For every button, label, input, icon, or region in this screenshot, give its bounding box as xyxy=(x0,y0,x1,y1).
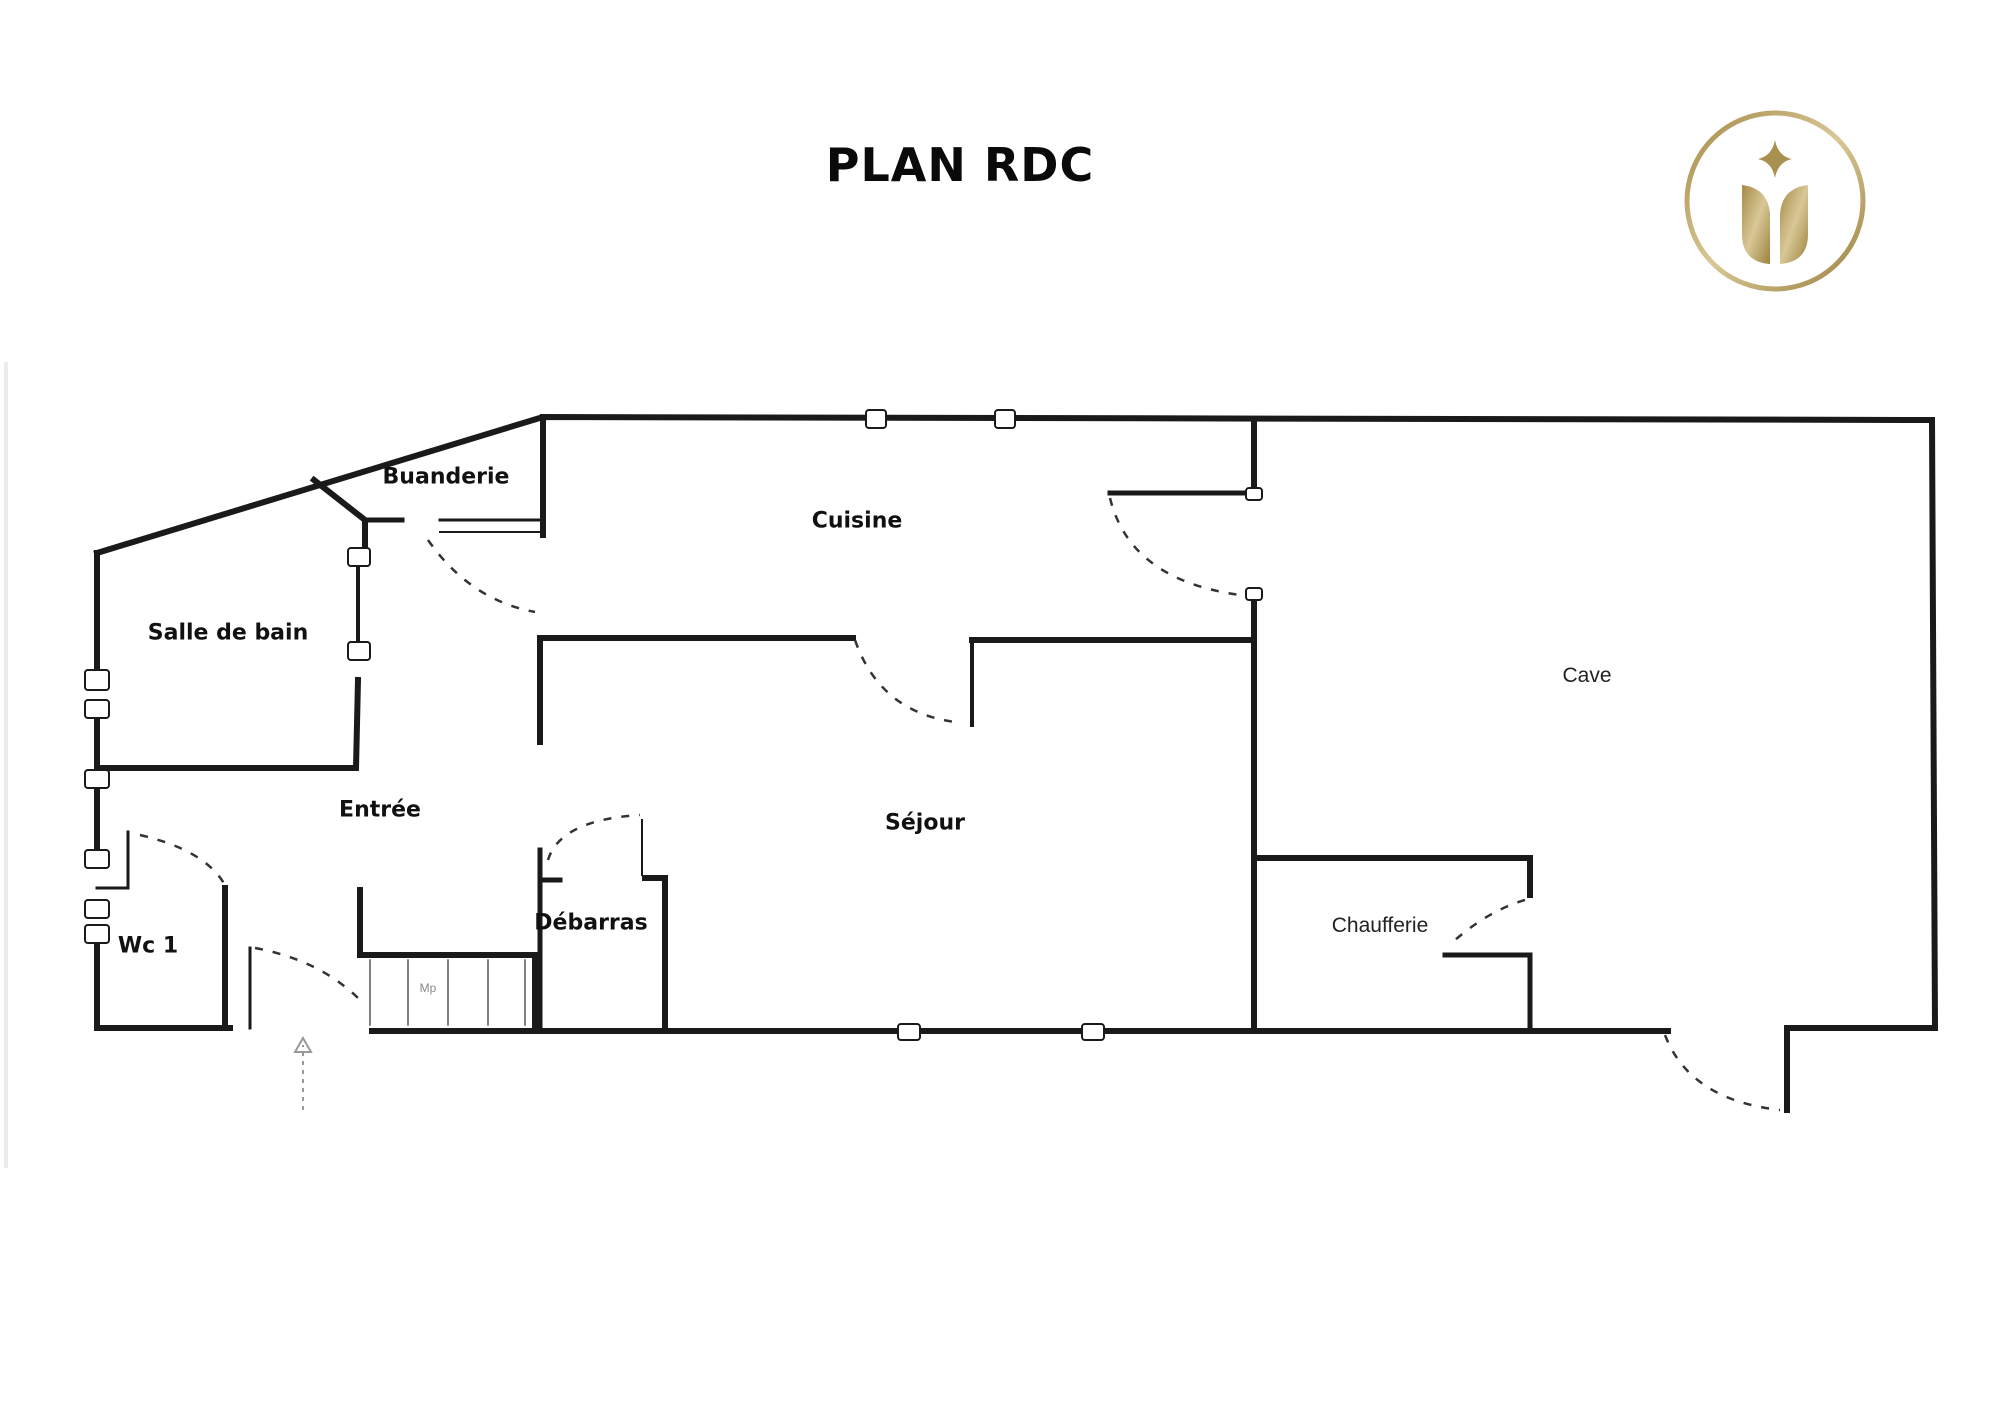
room-label-salle-de-bain: Salle de bain xyxy=(147,620,309,646)
room-label-cuisine: Cuisine xyxy=(811,508,903,534)
brand-logo-icon xyxy=(1684,110,1866,292)
page-title: PLAN RDC xyxy=(825,138,1095,192)
room-label-chaufferie: Chaufferie xyxy=(1331,914,1429,937)
room-label-sejour: Séjour xyxy=(885,810,965,836)
room-label-entree: Entrée xyxy=(339,797,421,823)
room-label-wc-1: Wc 1 xyxy=(117,933,179,959)
room-label-buanderie: Buanderie xyxy=(382,464,510,490)
scan-edge-divider xyxy=(4,362,8,1168)
stair-marker: Mp xyxy=(419,981,437,995)
room-label-debarras: Débarras xyxy=(534,910,648,936)
room-label-cave: Cave xyxy=(1562,664,1612,687)
